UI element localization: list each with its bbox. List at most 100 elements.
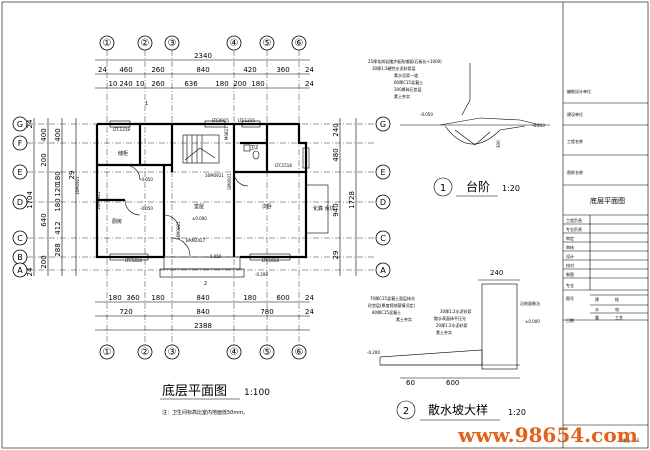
svg-text:24: 24 [305,80,314,88]
svg-text:1704: 1704 [26,191,34,209]
room-labels: 储柜 厨房 堂屋 次卧 卫2 化粪 余坑 [112,145,335,225]
svg-text:24: 24 [26,267,34,276]
building-walls [95,122,308,259]
svg-text:C: C [17,234,23,243]
svg-text:砼垫层(厚度视地基情况定): 砼垫层(厚度视地基情况定) [368,302,416,308]
svg-text:180: 180 [54,198,62,211]
detail-apron: 70厚C15混凝土面层抹光 砼垫层(厚度视地基情况定) 80厚C15混凝土 素土… [367,269,540,421]
svg-text:30厚1:2水泥砂浆: 30厚1:2水泥砂浆 [440,308,472,314]
svg-text:200: 200 [40,153,48,166]
svg-text:360: 360 [126,294,139,302]
svg-text:②: ② [141,347,150,358]
entrance-step [159,256,245,278]
svg-text:工程负责: 工程负责 [566,217,582,223]
svg-text:480: 480 [332,148,340,161]
svg-text:180: 180 [215,80,228,88]
svg-text:⑤: ⑤ [263,347,272,358]
svg-text:专业负责: 专业负责 [566,226,582,232]
svg-text:LTC1818: LTC1818 [125,258,142,263]
svg-text:16M0921: 16M0921 [176,221,181,240]
svg-text:D: D [380,198,386,207]
svg-text:工程名称: 工程名称 [567,138,583,144]
svg-text:240: 240 [490,269,503,277]
svg-text:工艺: 工艺 [615,315,623,320]
svg-text:A: A [17,266,23,275]
svg-text:LTC1215: LTC1215 [238,118,255,123]
svg-text:①: ① [103,347,112,358]
watermark: www.98654.com [457,423,638,447]
svg-text:200: 200 [40,255,48,268]
svg-text:300厚碎石垫层: 300厚碎石垫层 [394,86,422,92]
svg-text:专业: 专业 [566,282,574,288]
detail-step: 25厚花岗岩踏步板贴铺面(石板长<1000) 30厚1:3硬性水泥砂浆层 素水泥… [368,58,550,197]
svg-text:720: 720 [119,308,132,316]
svg-text:D: D [17,198,23,207]
svg-text:建设单位: 建设单位 [567,111,583,117]
axis-4-top: ④ [230,38,239,49]
detail2-title: 散水坡大样 [428,402,488,417]
svg-text:建: 建 [595,296,599,302]
svg-text:编制设计单位: 编制设计单位 [567,88,591,94]
axis-bubbles-left: G F E D C B A [12,116,28,278]
dim-overall-bottom: 2388 [194,322,212,330]
svg-text:散水表面抹平压光: 散水表面抹平压光 [434,315,466,321]
svg-text:120: 120 [54,183,62,196]
detail2-number: 2 [403,406,409,417]
room-kitchen: 厨房 [112,218,122,225]
svg-text:电: 电 [615,306,619,312]
axis-bubbles-bottom: ① ② ③ ④ ⑤ ⑥ [99,344,307,360]
svg-text:60: 60 [406,379,415,387]
svg-text:水: 水 [595,306,599,312]
svg-text:G: G [380,120,386,129]
svg-text:±0.000: ±0.000 [525,319,540,324]
left-dimensions: 24 400 200 400 180 120 180 640 412 288 2… [26,118,77,276]
detail1-number: 1 [440,183,446,194]
svg-text:③: ③ [168,347,177,358]
svg-text:260: 260 [151,66,164,74]
detail1-scale: 1:20 [502,184,520,193]
svg-text:180: 180 [243,294,256,302]
windows [109,120,310,261]
svg-text:24: 24 [98,66,107,74]
svg-text:30厚1:3硬性水泥砂浆层: 30厚1:3硬性水泥砂浆层 [372,65,416,71]
bottom-dimensions: 180 360 180 840 180 600 24 720 840 780 2… [95,294,314,331]
svg-text:840: 840 [196,294,209,302]
svg-text:300: 300 [496,140,501,148]
svg-text:29: 29 [68,171,76,180]
svg-text:-0.050: -0.050 [140,177,153,182]
svg-text:审核: 审核 [566,244,574,250]
svg-text:设计: 设计 [566,253,574,259]
drawing-name: 底层平面图 [590,196,625,205]
svg-text:420: 420 [243,66,256,74]
svg-text:E: E [380,168,385,177]
svg-text:-0.200: -0.200 [367,350,380,355]
right-dimensions: 240 480 940 1728 29 [332,118,357,276]
svg-text:636: 636 [184,80,198,88]
svg-text:240: 240 [332,123,340,136]
svg-text:180: 180 [108,294,121,302]
svg-text:16M0921: 16M0921 [75,176,80,195]
svg-text:16M0921: 16M0921 [205,173,224,178]
svg-text:素土夯实: 素土夯实 [396,316,412,322]
svg-text:-0.200: -0.200 [255,272,268,277]
svg-text:10: 10 [109,80,118,88]
svg-text:素土夯实: 素土夯实 [436,329,452,335]
svg-text:25厚花岗岩踏步板贴铺面(石板长<1000): 25厚花岗岩踏步板贴铺面(石板长<1000) [368,58,442,64]
svg-text:素水泥浆一道: 素水泥浆一道 [394,72,418,78]
svg-text:LTC0915: LTC0915 [212,118,229,123]
svg-text:60厚C15混凝土: 60厚C15混凝土 [394,79,423,85]
svg-text:180: 180 [54,171,62,184]
room-hall: 堂屋 [194,203,204,210]
svg-text:1: 1 [145,101,148,107]
svg-text:LTC1218: LTC1218 [113,127,130,132]
room-wc: 卫2 [250,145,258,151]
room-bedroom: 次卧 [262,203,272,210]
svg-text:360: 360 [276,66,289,74]
svg-text:200: 200 [233,80,246,88]
svg-text:24: 24 [305,66,314,74]
svg-text:0.050: 0.050 [210,254,222,259]
svg-text:④: ④ [230,347,239,358]
svg-text:C: C [380,234,386,243]
svg-text:400: 400 [40,128,48,141]
axis-bubbles-top: ① ② ③ ④ ⑤ ⑥ [99,35,307,51]
